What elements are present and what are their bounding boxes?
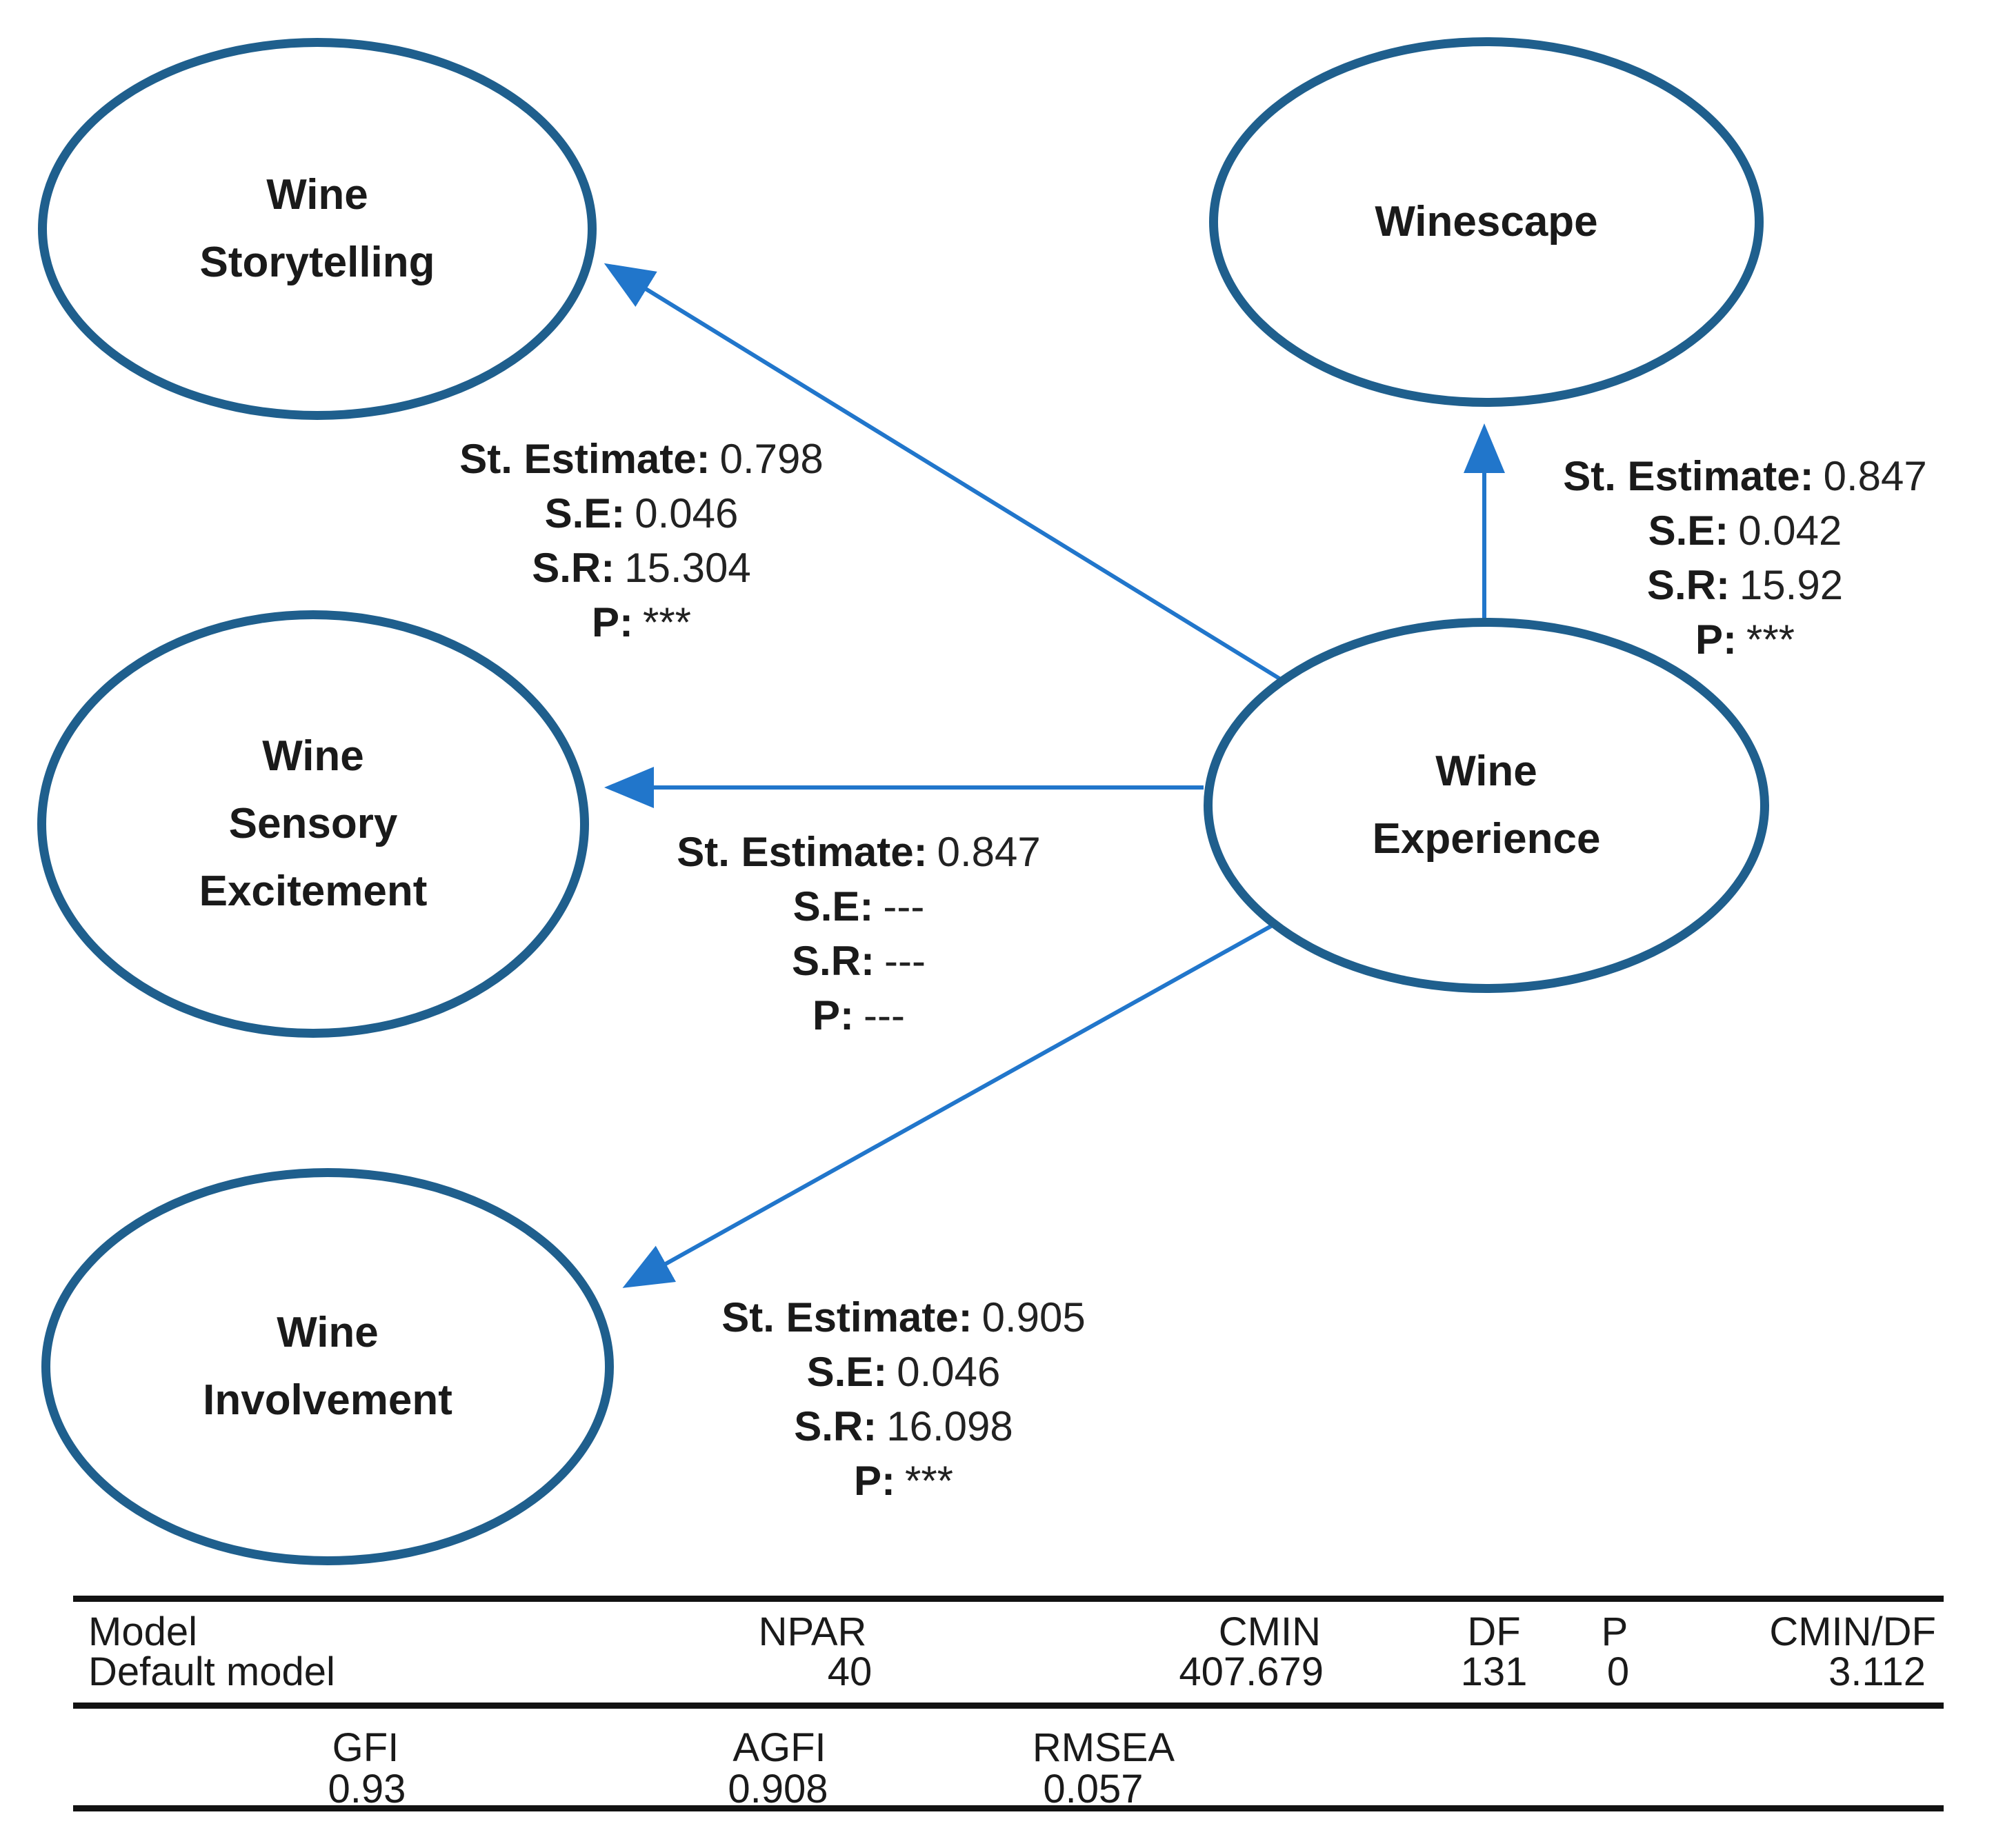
- sr-line: S.R:---: [617, 934, 1100, 988]
- sr-label: S.R:: [532, 545, 615, 591]
- p-label: P:: [853, 1458, 895, 1504]
- sr-label: S.R:: [1646, 562, 1730, 608]
- p-label: P:: [1695, 616, 1737, 663]
- se-value: 0.046: [897, 1349, 1001, 1395]
- fit-header-model: Model: [88, 1609, 197, 1654]
- fit-header-cmin: CMIN: [1218, 1609, 1321, 1654]
- se-label: S.E:: [1648, 508, 1729, 554]
- p-value: ***: [642, 599, 692, 645]
- fit-header-npar: NPAR: [758, 1609, 867, 1654]
- node-wine-experience: Wine Experience: [1204, 618, 1769, 993]
- table-rule-top: [73, 1596, 1944, 1602]
- node-wine-involvement: Wine Involvement: [41, 1168, 614, 1565]
- estimate-line: St. Estimate:0.847: [1504, 449, 1986, 503]
- fit-value-model: Default model: [88, 1649, 335, 1694]
- p-line: P:***: [1504, 612, 1986, 667]
- fit-value-df: 131: [1460, 1649, 1528, 1694]
- fit-header-agfi: AGFI: [732, 1725, 826, 1770]
- estimate-note-storytelling: St. Estimate:0.798 S.E:0.046 S.R:15.304 …: [400, 432, 883, 650]
- se-label: S.E:: [806, 1349, 888, 1395]
- arrow-experience-to-storytelling: [604, 263, 1281, 681]
- p-line: P:***: [400, 595, 883, 650]
- p-label: P:: [591, 599, 633, 645]
- fit-value-p: 0: [1606, 1649, 1630, 1694]
- estimate-label: St. Estimate:: [677, 829, 928, 875]
- sr-line: S.R:15.304: [400, 541, 883, 595]
- se-label: S.E:: [792, 883, 874, 930]
- fit-header-p: P: [1601, 1609, 1628, 1654]
- node-wine-sensory-excitement: Wine Sensory Excitement: [37, 610, 589, 1038]
- node-label: Sensory: [228, 800, 398, 847]
- se-line: S.E:0.046: [662, 1345, 1145, 1399]
- table-rule-middle: [73, 1703, 1944, 1709]
- estimate-line: St. Estimate:0.847: [617, 825, 1100, 879]
- node-label: Wine: [262, 732, 364, 780]
- arrow-experience-to-involvement: [622, 924, 1273, 1288]
- sr-line: S.R:16.098: [662, 1399, 1145, 1454]
- node-label: Involvement: [203, 1376, 452, 1424]
- estimate-value: 0.905: [981, 1294, 1086, 1340]
- node-label: Winescape: [1375, 198, 1598, 245]
- se-label: S.E:: [544, 490, 626, 536]
- estimate-value: 0.847: [937, 829, 1041, 875]
- estimate-line: St. Estimate:0.798: [400, 432, 883, 486]
- sr-value: 15.92: [1739, 562, 1844, 608]
- p-value: ***: [904, 1458, 954, 1504]
- estimate-note-involvement: St. Estimate:0.905 S.E:0.046 S.R:16.098 …: [662, 1290, 1145, 1508]
- node-wine-storytelling: Wine Storytelling: [38, 38, 597, 420]
- estimate-label: St. Estimate:: [1563, 453, 1814, 499]
- sr-value: ---: [884, 938, 926, 984]
- se-line: S.E:0.046: [400, 486, 883, 541]
- se-line: S.E:0.042: [1504, 503, 1986, 558]
- fit-header-gfi: GFI: [332, 1725, 399, 1770]
- estimate-value: 0.847: [1823, 453, 1927, 499]
- node-label: Excitement: [199, 867, 428, 915]
- p-line: P:---: [617, 988, 1100, 1043]
- estimate-note-sensory: St. Estimate:0.847 S.E:--- S.R:--- P:---: [617, 825, 1100, 1043]
- sr-label: S.R:: [794, 1403, 877, 1449]
- fit-value-npar: 40: [827, 1649, 873, 1694]
- se-value: 0.046: [635, 490, 739, 536]
- fit-value-cmindf: 3.112: [1828, 1649, 1926, 1694]
- sr-line: S.R:15.92: [1504, 558, 1986, 612]
- node-label: Wine: [1435, 747, 1537, 795]
- fit-value-cmin: 407.679: [1179, 1649, 1324, 1694]
- se-value: 0.042: [1738, 508, 1842, 554]
- estimate-line: St. Estimate:0.905: [662, 1290, 1145, 1345]
- p-label: P:: [812, 992, 855, 1038]
- node-winescape: Winescape: [1209, 37, 1764, 407]
- p-value: ***: [1746, 616, 1795, 663]
- sr-value: 16.098: [886, 1403, 1013, 1449]
- fit-header-cmindf: CMIN/DF: [1769, 1609, 1936, 1654]
- sr-label: S.R:: [792, 938, 875, 984]
- estimate-note-winescape: St. Estimate:0.847 S.E:0.042 S.R:15.92 P…: [1504, 449, 1986, 667]
- estimate-value: 0.798: [719, 436, 824, 482]
- p-value: ---: [864, 992, 905, 1038]
- p-line: P:***: [662, 1454, 1145, 1508]
- node-label: Storytelling: [199, 239, 435, 286]
- fit-value-gfi: 0.93: [328, 1767, 406, 1811]
- fit-header-df: DF: [1467, 1609, 1521, 1654]
- fit-header-rmsea: RMSEA: [1032, 1725, 1175, 1770]
- node-label: Experience: [1372, 815, 1601, 863]
- fit-value-rmsea: 0.057: [1043, 1767, 1144, 1811]
- se-line: S.E:---: [617, 879, 1100, 934]
- estimate-label: St. Estimate:: [721, 1294, 973, 1340]
- se-value: ---: [883, 883, 925, 930]
- estimate-label: St. Estimate:: [459, 436, 710, 482]
- node-label: Wine: [277, 1309, 379, 1356]
- fit-value-agfi: 0.908: [728, 1767, 828, 1811]
- sr-value: 15.304: [624, 545, 751, 591]
- node-label: Wine: [266, 171, 368, 219]
- table-rule-bottom: [73, 1805, 1944, 1811]
